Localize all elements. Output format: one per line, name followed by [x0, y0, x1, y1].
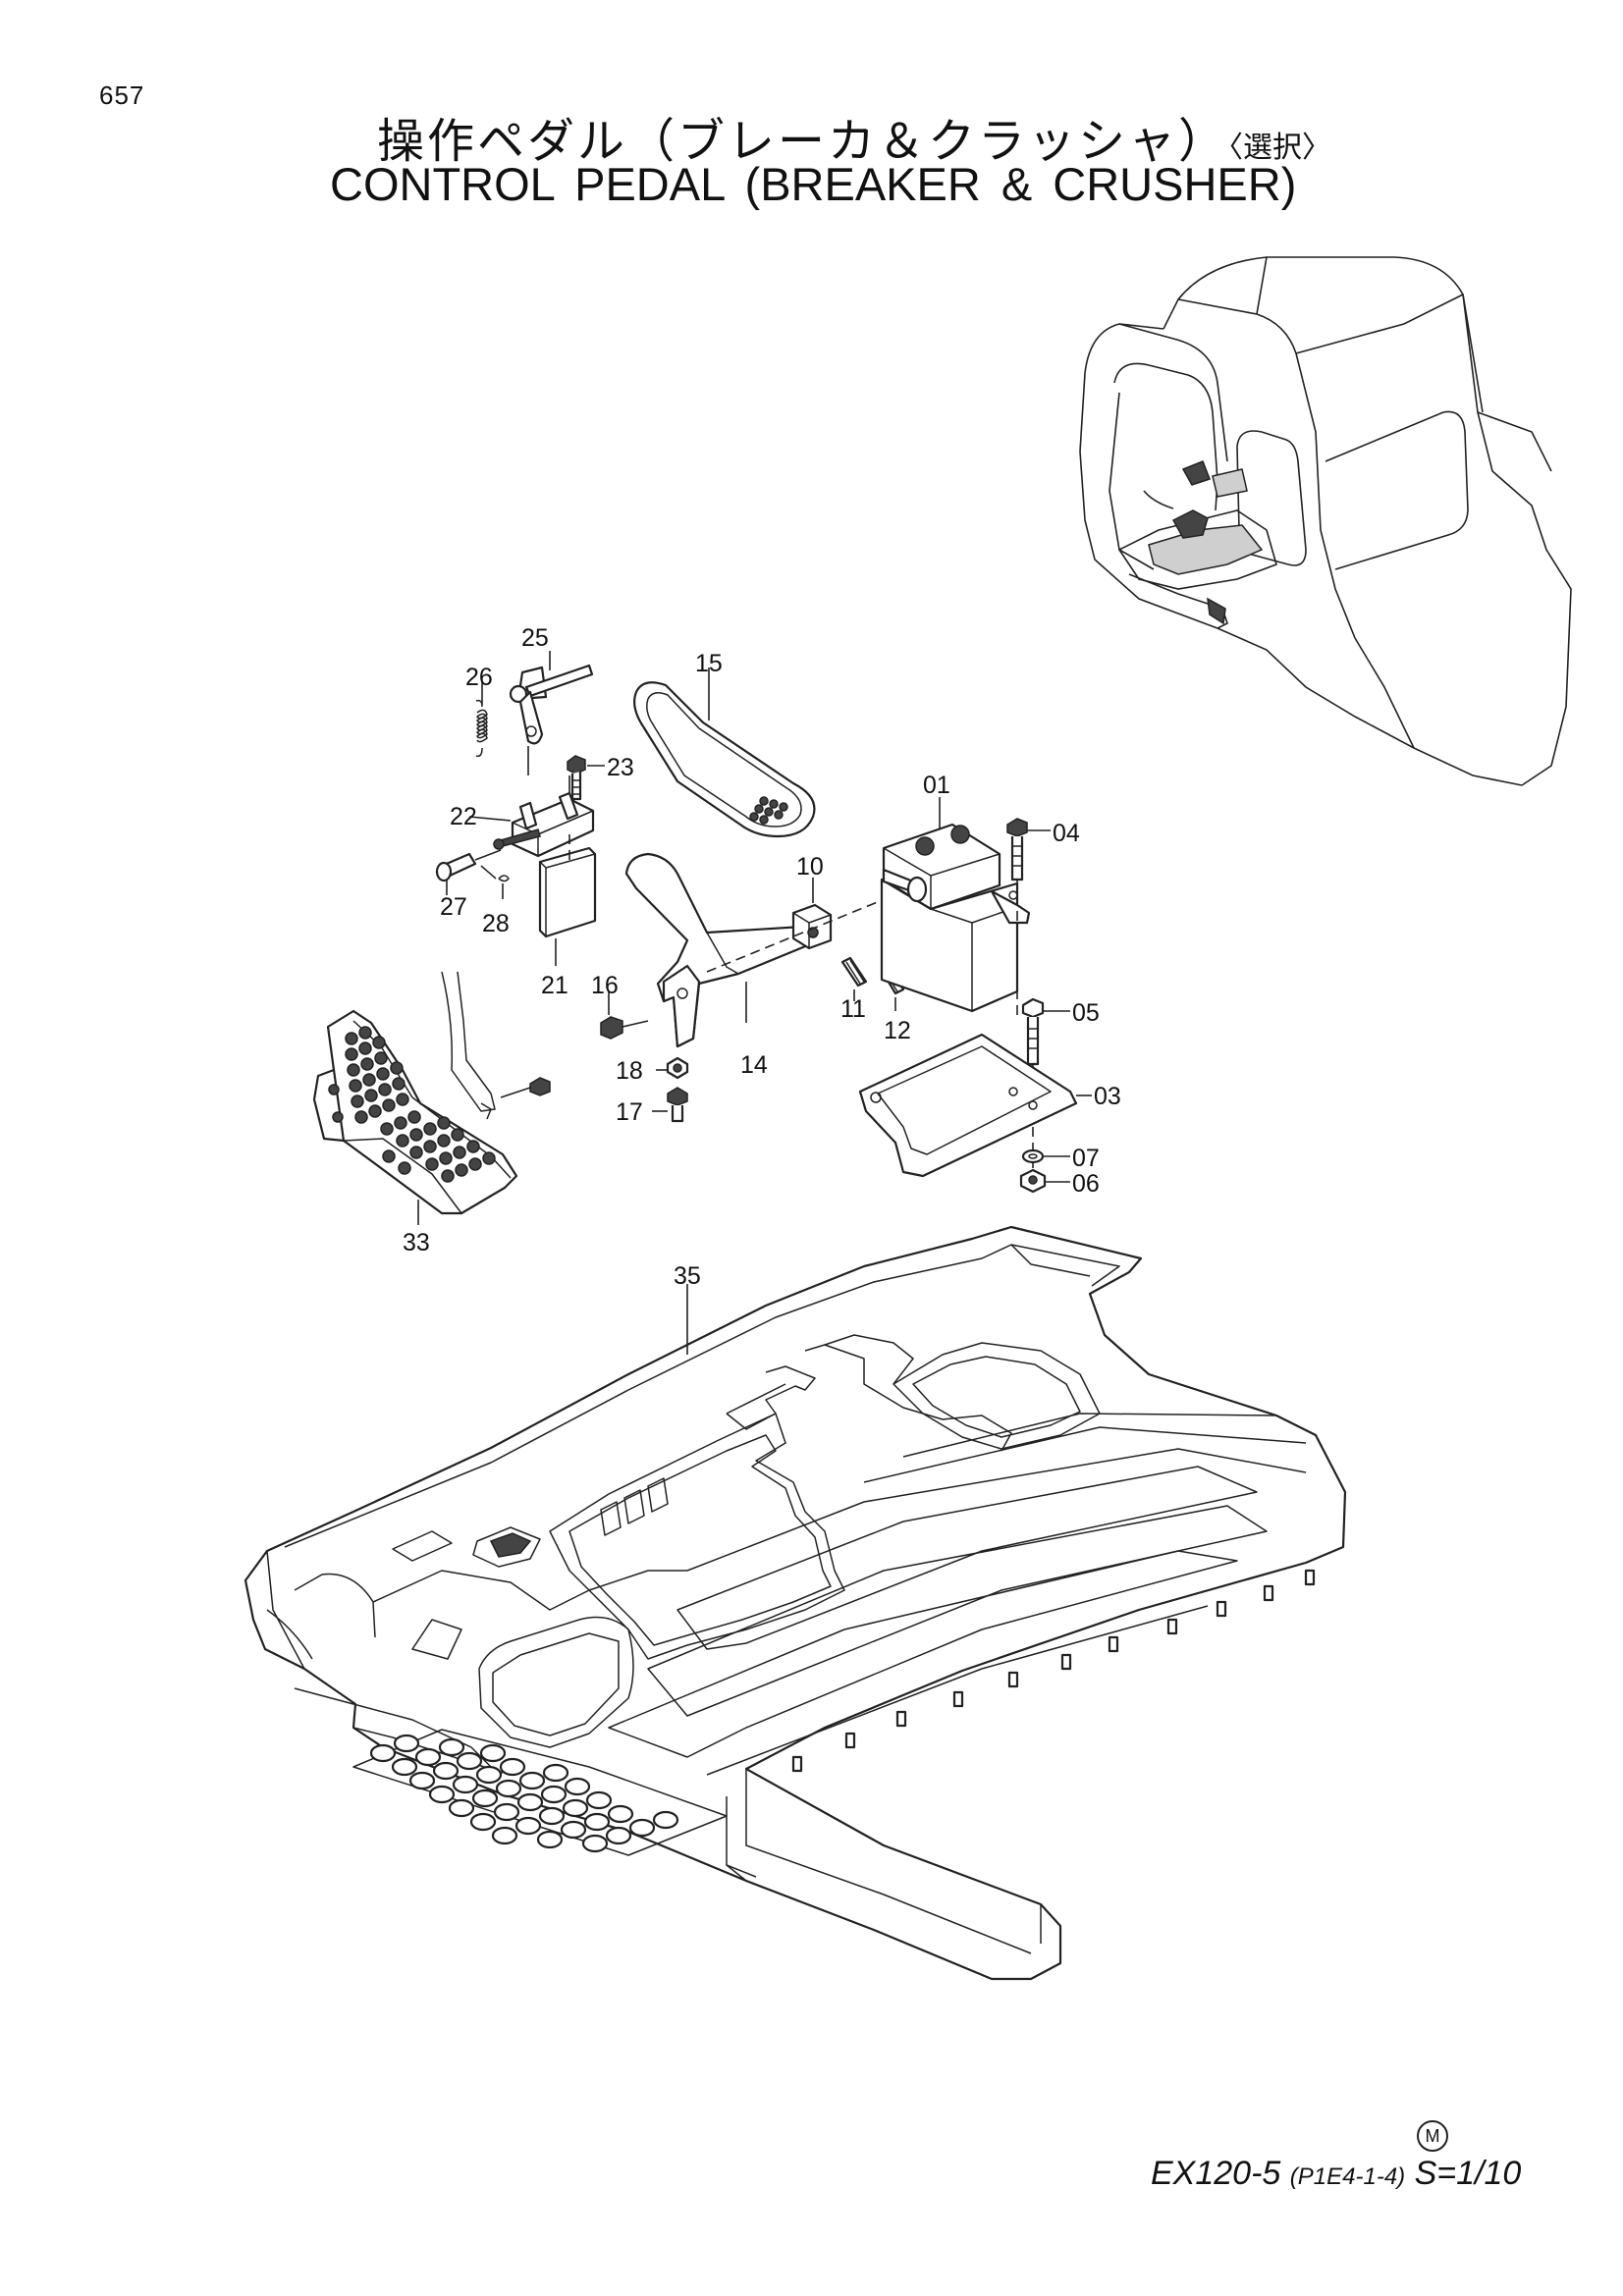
label-17: 17: [616, 1098, 643, 1126]
label-28: 28: [482, 910, 510, 937]
page-title-english: CONTROL PEDAL (BREAKER & CRUSHER): [330, 158, 1297, 210]
label-01: 01: [923, 772, 950, 799]
footer-model: EX120-5: [1151, 2155, 1281, 2192]
label-16: 16: [591, 972, 619, 999]
part-14-pedal-arm: [624, 852, 817, 1048]
part-01-pedal-valve: [880, 797, 1031, 1013]
part-22-bracket: [468, 791, 595, 858]
label-25: 25: [521, 624, 549, 652]
footer-scale: S=1/10: [1414, 2155, 1522, 2192]
page-number: 657: [99, 80, 145, 110]
label-26: 26: [465, 664, 493, 691]
part-33-pedal: [312, 971, 551, 1225]
label-27: 27: [440, 893, 467, 921]
part-number-labels: 25 26 15 23 22 01 04 10 27 28 21 16 11 0…: [403, 624, 1121, 1290]
label-18: 18: [616, 1057, 643, 1085]
m-marker: M: [1417, 2120, 1448, 2152]
title-jp-main: 操作ペダル（ブレーカ＆クラッシャ）: [377, 114, 1229, 169]
label-22: 22: [450, 803, 477, 830]
part-21-block: [538, 834, 597, 966]
label-03: 03: [1094, 1083, 1121, 1110]
part-10-block: [791, 878, 833, 950]
part-17-18-nut-bolt: [652, 1056, 689, 1123]
label-11: 11: [840, 995, 866, 1023]
label-23: 23: [607, 754, 634, 781]
part-35-floor-mat: [243, 1225, 1347, 1981]
label-14: 14: [740, 1051, 768, 1079]
part-15-pedal-pad: [633, 667, 816, 838]
label-04: 04: [1053, 820, 1080, 847]
page-title-japanese: 操作ペダル（ブレーカ＆クラッシャ）〈選択〉: [377, 102, 1331, 171]
part-27-28-pin: [435, 849, 510, 899]
label-05: 05: [1072, 999, 1100, 1027]
label-12: 12: [884, 1017, 911, 1044]
part-16-bolt: [600, 991, 649, 1040]
label-15: 15: [695, 650, 723, 677]
footer-model-info: EX120-5 (P1E4-1-4) S=1/10: [1151, 2155, 1521, 2193]
label-10: 10: [796, 853, 824, 881]
label-07: 07: [1072, 1145, 1100, 1172]
label-33: 33: [403, 1229, 430, 1256]
part-23-bolt: [567, 755, 605, 801]
label-35: 35: [674, 1262, 701, 1290]
footer-ref: (P1E4-1-4): [1289, 2163, 1406, 2190]
excavator-cab-inset: [1079, 256, 1572, 786]
part-06-07-washer-nut: [1019, 1148, 1070, 1194]
part-03-plate: [858, 1033, 1092, 1178]
part-04-bolt: [1006, 818, 1051, 1021]
title-jp-option: 〈選択〉: [1228, 131, 1332, 165]
part-25-26-pin-spring: [475, 651, 594, 844]
label-21: 21: [541, 972, 568, 999]
label-06: 06: [1072, 1170, 1100, 1198]
